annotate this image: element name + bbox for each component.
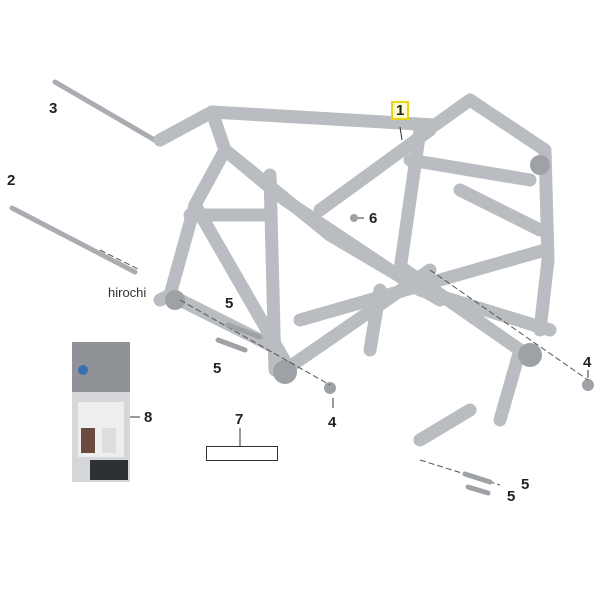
mount-boss <box>165 290 185 310</box>
bolt-2 <box>9 205 138 275</box>
bolts-5 <box>215 322 493 496</box>
callout-3[interactable]: 3 <box>49 100 58 117</box>
callout-4[interactable]: 4 <box>583 354 592 371</box>
callout-8[interactable]: 8 <box>144 409 153 426</box>
callout-2[interactable]: 2 <box>7 172 16 189</box>
callout-5[interactable]: 5 <box>507 488 516 505</box>
nut-4 <box>324 382 336 394</box>
assembly-lines <box>99 249 589 486</box>
callout-7[interactable]: 7 <box>235 411 244 428</box>
callout-6[interactable]: 6 <box>369 210 378 227</box>
callout-5[interactable]: 5 <box>521 476 530 493</box>
callout-5[interactable]: 5 <box>225 295 234 312</box>
nut-4 <box>582 379 594 391</box>
callout-5[interactable]: 5 <box>213 360 222 377</box>
callout-1[interactable]: 1 <box>390 101 410 120</box>
mount-boss <box>530 155 550 175</box>
bolt-3 <box>52 79 161 145</box>
paint-kit-package <box>72 342 130 482</box>
mount-boss <box>273 360 297 384</box>
watermark: hirochi <box>108 285 147 300</box>
part-7-placeholder-box <box>206 446 278 461</box>
grommet-6 <box>350 214 358 222</box>
callout-4[interactable]: 4 <box>328 414 337 431</box>
main-frame <box>153 93 557 447</box>
mount-boss <box>518 343 542 367</box>
logo-icon <box>78 365 88 375</box>
